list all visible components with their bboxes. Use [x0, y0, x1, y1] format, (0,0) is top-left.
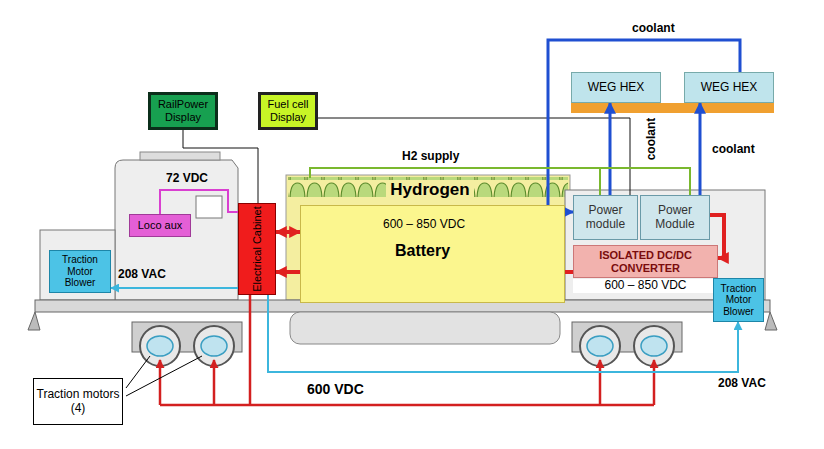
- wire-label: 600 VDC: [305, 381, 366, 397]
- traction-power-wire: [160, 295, 654, 405]
- signal-wire: [318, 118, 630, 195]
- node-text: Hydrogen: [386, 180, 473, 200]
- cab-window: [196, 196, 222, 218]
- node-text: Electrical Cabinet: [251, 206, 264, 292]
- ac-wire: [268, 295, 738, 372]
- node-text: Loco aux: [138, 219, 183, 232]
- node-text: Power Module: [643, 204, 707, 232]
- node-text: 600 – 850 VDC: [383, 218, 465, 232]
- traction-motor: [587, 336, 613, 356]
- power-module-box: Power Module: [640, 195, 710, 240]
- node-text: Fuel cell Display: [263, 98, 313, 123]
- connector-label: 72 VDC: [164, 172, 210, 186]
- cabinet-box: Electrical Cabinet: [238, 203, 276, 295]
- heat-exchanger-box: WEG HEX: [571, 72, 661, 103]
- node-text: Traction motors (4): [36, 388, 120, 416]
- cab: [115, 160, 238, 300]
- pilot: [765, 312, 777, 330]
- node-text: Traction Motor Blower: [716, 283, 761, 318]
- aux-box: Loco aux: [129, 214, 191, 237]
- node-text: WEG HEX: [588, 81, 645, 95]
- coolant-pipe: [699, 103, 702, 195]
- connector-label: coolant: [630, 22, 677, 36]
- coolant-pipe: [548, 40, 740, 212]
- node-text: WEG HEX: [701, 81, 758, 95]
- connector-label: 208 VAC: [116, 268, 168, 282]
- node-text: Traction Motor Blower: [52, 254, 108, 289]
- node-text: 600 – 850 VDC: [573, 279, 718, 293]
- traction-power-wire: [653, 360, 656, 405]
- battery-box: 600 – 850 VDC Battery: [300, 205, 565, 303]
- heat-exchanger-box: WEG HEX: [684, 72, 774, 103]
- traction-power-wire: [159, 360, 162, 405]
- cab-roof-unit: [140, 152, 220, 160]
- callout-box: Traction motors (4): [33, 378, 123, 425]
- connector-label: coolant: [710, 143, 757, 157]
- leader-line: [126, 356, 202, 396]
- signal-wire: [183, 130, 258, 203]
- node-text: Battery: [395, 242, 450, 260]
- converter-box: ISOLATED DC/DC CONVERTER600 – 850 VDC: [573, 245, 718, 301]
- dc-bus: [276, 230, 300, 234]
- display-box: Fuel cell Display: [258, 92, 318, 130]
- node-text: ISOLATED DC/DC CONVERTER: [573, 245, 718, 278]
- hydrogen-storage-band: Hydrogen: [290, 178, 570, 202]
- node-text: Power module: [576, 204, 635, 232]
- radiator-mount: [571, 103, 774, 113]
- underframe-tank: [290, 312, 560, 344]
- ac-wire: [111, 287, 238, 289]
- power-module-box: Power module: [573, 195, 638, 240]
- traction-power-wire: [599, 360, 602, 405]
- coolant-pipe: [609, 103, 612, 195]
- connector-label: 208 VAC: [716, 377, 768, 391]
- traction-motor: [641, 336, 667, 356]
- traction-motor: [201, 336, 227, 356]
- aux-wire: [160, 190, 238, 214]
- traction-power-wire: [213, 360, 216, 405]
- traction-motor: [147, 336, 173, 356]
- node-text: RailPower Display: [153, 98, 213, 123]
- connector-label: coolant: [645, 116, 659, 163]
- display-box: RailPower Display: [148, 92, 218, 130]
- blower-box: Traction Motor Blower: [713, 278, 764, 322]
- pilot: [28, 312, 40, 330]
- blower-box: Traction Motor Blower: [49, 250, 111, 293]
- hydrogen-pipe: [310, 168, 690, 195]
- short-hood: [40, 230, 115, 300]
- connector-label: H2 supply: [400, 150, 461, 164]
